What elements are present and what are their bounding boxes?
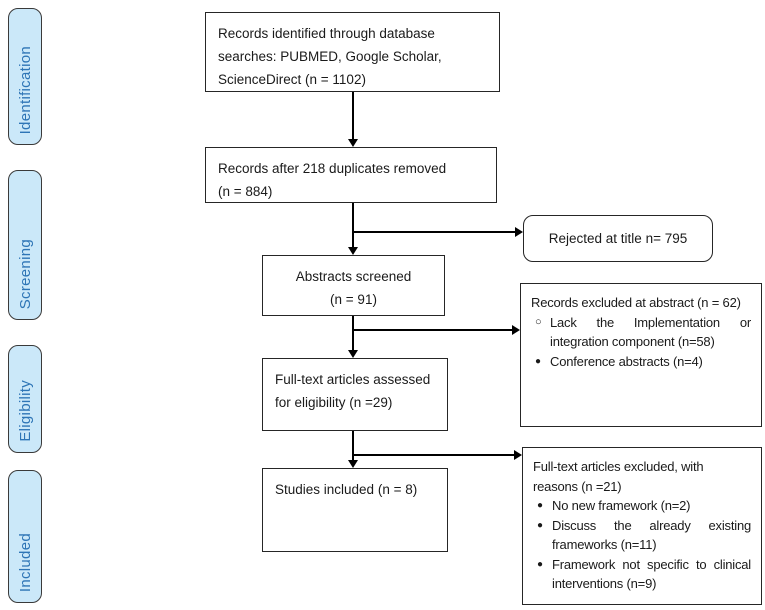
excluded-fulltext-item: ● Framework not specific to clinical int… bbox=[533, 555, 751, 594]
box-rejected-at-title: Rejected at title n= 795 bbox=[523, 215, 713, 262]
box-excluded-at-abstract: Records excluded at abstract (n = 62) ○ … bbox=[520, 283, 762, 427]
connector-fulltext-to-included bbox=[352, 431, 354, 460]
excluded-at-abstract-item: ○ Lack the Implementation or integration… bbox=[531, 313, 751, 352]
stage-eligibility: Eligibility bbox=[8, 345, 42, 453]
excluded-fulltext-heading: Full-text articles excluded, with reason… bbox=[533, 459, 704, 494]
arrowhead-down-icon bbox=[348, 139, 358, 147]
arrowhead-down-icon bbox=[348, 350, 358, 358]
excluded-at-abstract-item2-text: Conference abstracts (n=4) bbox=[550, 353, 703, 369]
records-identified-line3: ScienceDirect (n = 1102) bbox=[218, 72, 366, 87]
box-studies-included: Studies included (n = 8) bbox=[262, 468, 448, 552]
excluded-at-abstract-heading: Records excluded at abstract (n = 62) bbox=[531, 295, 741, 310]
abstracts-screened-line2: (n = 91) bbox=[330, 292, 377, 307]
stage-eligibility-label: Eligibility bbox=[16, 380, 34, 442]
arrowhead-down-icon bbox=[348, 460, 358, 468]
filled-circle-bullet-icon: ● bbox=[535, 355, 541, 367]
stage-identification: Identification bbox=[8, 8, 42, 145]
box-duplicates-removed: Records after 218 duplicates removed (n … bbox=[205, 147, 497, 203]
connector-abstracts-to-fulltext bbox=[352, 316, 354, 350]
stage-identification-label: Identification bbox=[16, 45, 34, 134]
open-circle-bullet-icon: ○ bbox=[535, 315, 542, 328]
box-records-identified: Records identified through database sear… bbox=[205, 12, 500, 92]
excluded-fulltext-item1-text: No new framework (n=2) bbox=[552, 498, 691, 513]
studies-included-line1: Studies included (n = 8) bbox=[275, 482, 418, 497]
filled-circle-bullet-icon: ● bbox=[537, 500, 543, 511]
box-abstracts-screened: Abstracts screened (n = 91) bbox=[262, 255, 445, 316]
excluded-fulltext-item3-text: Framework not specific to clinical inter… bbox=[552, 556, 751, 592]
excluded-fulltext-item2-text: Discuss the already existing frameworks … bbox=[552, 517, 751, 553]
connector-duplicates-to-abstracts bbox=[352, 203, 354, 247]
box-fulltext-assessed: Full-text articles assessed for eligibil… bbox=[262, 358, 448, 431]
arrowhead-right-icon bbox=[512, 325, 520, 335]
connector-identified-to-duplicates bbox=[352, 92, 354, 139]
records-identified-line2: searches: PUBMED, Google Scholar, bbox=[218, 49, 442, 64]
filled-circle-bullet-icon: ● bbox=[537, 558, 543, 570]
excluded-at-abstract-item: ● Conference abstracts (n=4) bbox=[531, 352, 751, 372]
arrowhead-right-icon bbox=[515, 227, 523, 237]
arrowhead-right-icon bbox=[514, 450, 522, 460]
arrowhead-down-icon bbox=[348, 247, 358, 255]
fulltext-assessed-line1: Full-text articles assessed bbox=[275, 372, 431, 387]
filled-circle-bullet-icon: ● bbox=[537, 519, 543, 531]
fulltext-assessed-line2: for eligibility (n =29) bbox=[275, 395, 393, 410]
duplicates-removed-line2: (n = 884) bbox=[218, 184, 273, 199]
stage-screening: Screening bbox=[8, 170, 42, 320]
abstracts-screened-line1: Abstracts screened bbox=[295, 269, 412, 284]
excluded-fulltext-item: ● No new framework (n=2) bbox=[533, 496, 751, 516]
stage-included-label: Included bbox=[16, 532, 34, 592]
rejected-at-title-text: Rejected at title n= 795 bbox=[548, 231, 688, 246]
stage-screening-label: Screening bbox=[16, 238, 34, 309]
box-excluded-fulltext: Full-text articles excluded, with reason… bbox=[522, 447, 762, 605]
stage-included: Included bbox=[8, 470, 42, 603]
connector-branch-excluded-abstract bbox=[353, 329, 512, 331]
excluded-fulltext-item: ● Discuss the already existing framework… bbox=[533, 516, 751, 555]
connector-branch-excluded-fulltext bbox=[353, 454, 514, 456]
excluded-at-abstract-item1-text: Lack the Implementation or integration c… bbox=[550, 314, 751, 350]
duplicates-removed-line1: Records after 218 duplicates removed bbox=[218, 161, 447, 176]
connector-branch-rejected-title bbox=[353, 231, 515, 233]
records-identified-line1: Records identified through database bbox=[218, 26, 435, 41]
